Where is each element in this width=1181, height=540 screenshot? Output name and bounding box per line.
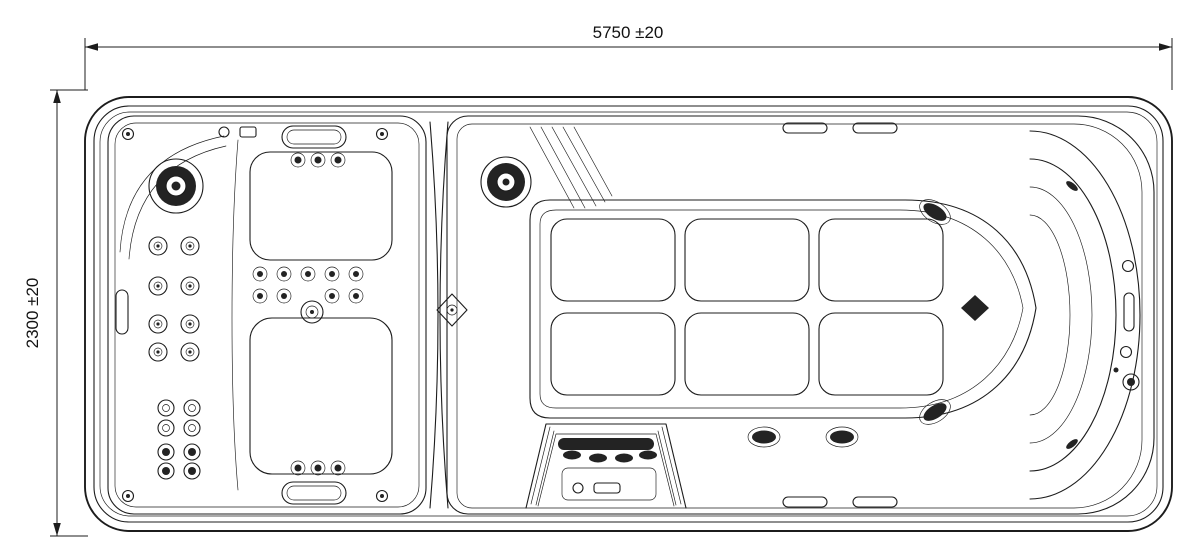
corner-seat-jet: [119, 135, 227, 260]
corner-screws: [121, 126, 389, 503]
arrowhead-top: [53, 90, 61, 103]
jet-icon: [148, 236, 200, 362]
swim-panel: [550, 218, 676, 302]
handle: [782, 122, 828, 134]
swim-area: [446, 115, 1155, 515]
swim-lane-panels: [550, 218, 944, 396]
seat-seam: [231, 139, 239, 491]
section-divider: [429, 121, 468, 509]
swim-liner-inner: [456, 123, 1143, 509]
seat-cushion-top: [249, 151, 393, 261]
swim-panel: [550, 312, 676, 396]
handle: [852, 122, 898, 134]
swim-lane: [529, 199, 1037, 419]
swim-liner-outer: [446, 115, 1155, 515]
step-edge: [1029, 186, 1093, 444]
height-dimension-label: 2300 ±20: [23, 278, 42, 349]
step-edge: [1029, 214, 1071, 416]
swim-panel: [684, 218, 810, 302]
seat-cushion-bottom: [249, 317, 393, 475]
lounge-seats: [231, 125, 393, 505]
tub-liner-inner: [114, 122, 420, 508]
grab-rail: [1123, 292, 1135, 332]
side-handle: [115, 289, 129, 335]
fitting-icon: [1122, 373, 1140, 391]
headrest-bottom: [281, 481, 347, 505]
swim-panel: [818, 312, 944, 396]
top-dimension: 5750 ±20: [84, 23, 1173, 90]
shell-inner-edge: [93, 105, 1164, 523]
entry-steps: [1029, 130, 1141, 500]
grab-handles: [782, 122, 898, 508]
mid-jet-strip: [252, 266, 364, 304]
swim-jet-icon: [480, 156, 532, 208]
handle: [852, 496, 898, 508]
control-fittings: [1113, 259, 1140, 391]
large-jet-icon: [148, 158, 204, 214]
shell-liner-edge: [99, 111, 1158, 517]
hot-tub-section: [107, 115, 427, 515]
width-dimension-label: 5750 ±20: [593, 23, 664, 42]
arrowhead-right: [1159, 43, 1172, 51]
left-dimension: 2300 ±20: [23, 89, 88, 537]
floor-drain: [300, 300, 324, 324]
shell-outer-edge: [84, 96, 1173, 532]
step-edge: [1029, 158, 1117, 472]
directional-jets: [747, 181, 1078, 449]
swim-panel: [684, 312, 810, 396]
lane-end-jet-icon: [961, 295, 989, 321]
handle: [782, 496, 828, 508]
lower-jet-cluster: [157, 399, 201, 480]
fitting-icon: [1121, 259, 1135, 273]
waterfall-step: [525, 423, 687, 509]
diverter-valve-icon: [436, 293, 468, 327]
swim-panel: [818, 218, 944, 302]
arrowhead-left: [85, 43, 98, 51]
suction-fitting-icon: [572, 482, 584, 494]
waterfall-jet-band: [558, 438, 654, 450]
fitting-icon: [1119, 345, 1133, 359]
swim-jet: [480, 126, 613, 209]
arrowhead-bottom: [53, 523, 61, 536]
spa-shell: [84, 96, 1173, 532]
wall-jets: [115, 236, 200, 362]
neck-jets: [290, 152, 346, 476]
tub-liner-outer: [107, 115, 427, 515]
access-plate: [593, 482, 621, 494]
step-edge: [1029, 130, 1141, 500]
headrest-top: [281, 125, 347, 149]
